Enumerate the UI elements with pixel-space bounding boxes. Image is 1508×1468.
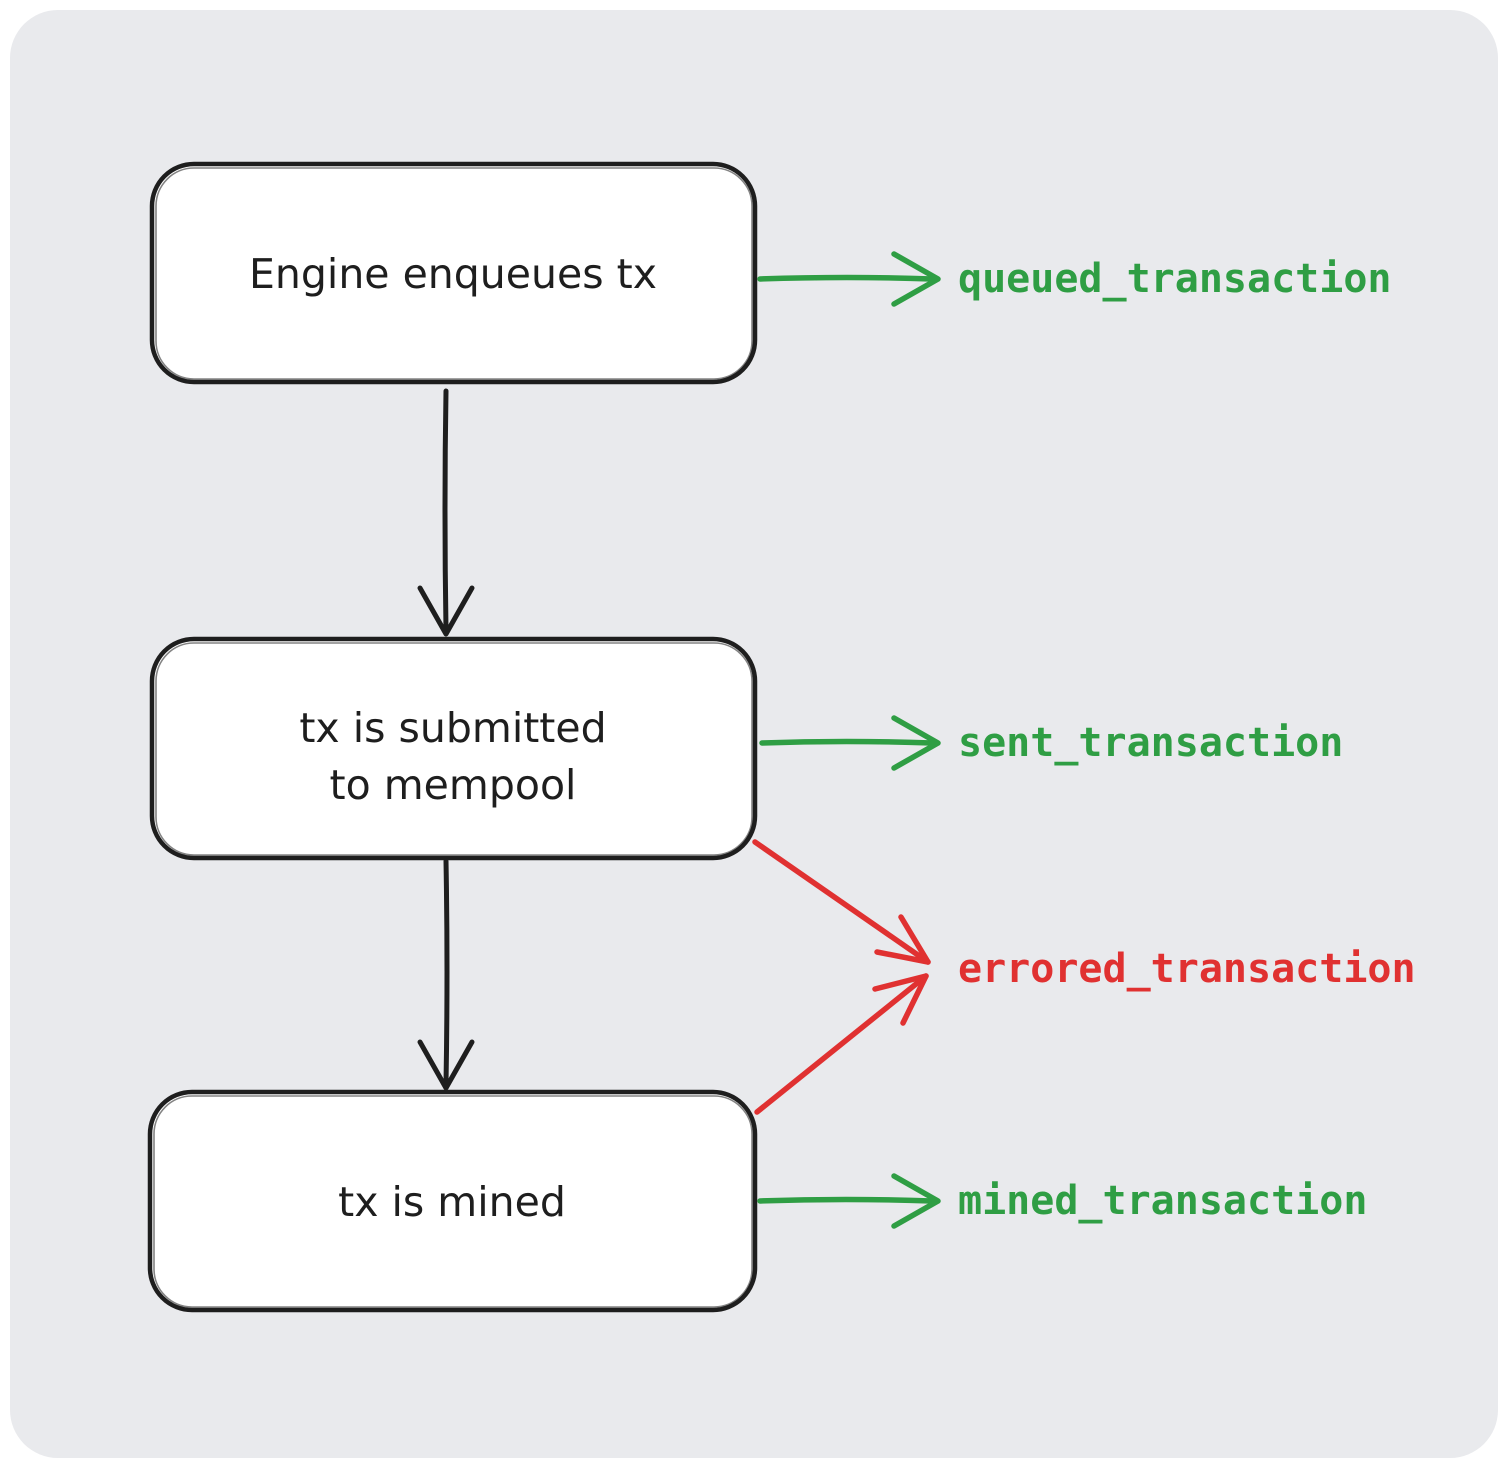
- event-arrow-errored-from-mempool-shaft: [752, 839, 931, 965]
- flow-arrow-submit-to-mined-shaft: [443, 858, 450, 1087]
- event-arrow-mined-transaction-shaft: [757, 1196, 935, 1204]
- node-engine-enqueues-tx: Engine enqueues tx: [149, 161, 758, 385]
- node-tx-submitted-to-mempool-box: [149, 636, 758, 861]
- node-tx-submitted-to-mempool-label-line2: to mempool: [330, 761, 577, 809]
- node-tx-is-mined-box-sketch: [153, 1095, 753, 1308]
- event-arrow-queued-transaction-shaft: [757, 274, 935, 282]
- flow-arrow-submit-to-mined-head: [417, 1039, 475, 1091]
- event-label-mined-transaction: mined_transaction: [958, 1178, 1367, 1224]
- node-tx-is-mined: tx is mined: [147, 1089, 758, 1313]
- event-arrow-sent-transaction: sent_transaction: [759, 715, 1343, 771]
- flow-arrow-enqueue-to-submit-shaft: [442, 388, 449, 633]
- flow-arrow-submit-to-mined: [417, 858, 475, 1091]
- flow-arrow-enqueue-to-submit-head: [417, 585, 475, 637]
- node-tx-is-mined-box: [147, 1089, 758, 1313]
- node-tx-submitted-to-mempool-label-line1: tx is submitted: [299, 704, 606, 752]
- event-arrow-errored-from-mined-shaft: [754, 973, 929, 1115]
- node-tx-submitted-to-mempool-box-sketch: [155, 642, 753, 856]
- node-engine-enqueues-tx-box-sketch: [155, 167, 753, 380]
- event-arrow-queued-transaction: queued_transaction: [757, 251, 1391, 307]
- event-label-queued-transaction: queued_transaction: [958, 256, 1391, 302]
- event-arrow-errored-from-mined: [754, 973, 929, 1115]
- node-engine-enqueues-tx-box: [149, 161, 758, 385]
- event-arrow-errored-from-mempool-head: [874, 914, 931, 965]
- event-arrow-mined-transaction: mined_transaction: [757, 1173, 1367, 1229]
- event-arrow-sent-transaction-head: [891, 715, 941, 771]
- node-tx-submitted-to-mempool: tx is submitted to mempool: [149, 636, 758, 861]
- event-label-sent-transaction: sent_transaction: [958, 720, 1343, 766]
- event-arrow-mined-transaction-head: [891, 1173, 941, 1229]
- event-arrow-errored-from-mempool: [752, 839, 931, 965]
- event-label-errored-transaction: errored_transaction: [958, 946, 1416, 992]
- event-arrow-queued-transaction-head: [891, 251, 941, 307]
- flow-arrow-enqueue-to-submit: [417, 388, 475, 637]
- node-engine-enqueues-tx-label: Engine enqueues tx: [249, 250, 657, 298]
- event-arrow-sent-transaction-shaft: [759, 738, 935, 746]
- event-arrow-errored-from-mined-head: [872, 973, 929, 1026]
- node-tx-is-mined-label: tx is mined: [338, 1178, 566, 1226]
